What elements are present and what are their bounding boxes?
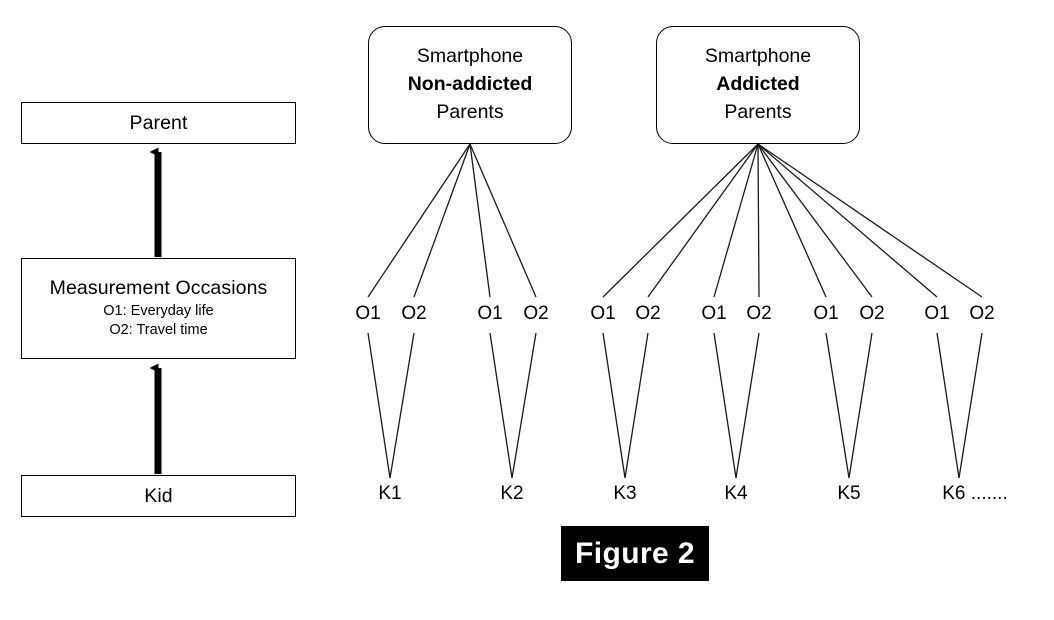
edges-non-addicted-to-occasions [367, 143, 537, 298]
occasion-label-k2-o1: O1 [477, 303, 503, 324]
legend-measurement-title: Measurement Occasions [49, 277, 268, 300]
occasion-label-k5-o1: O1 [813, 303, 839, 324]
group-box-addicted-parents: Smartphone Addicted Parents [656, 26, 860, 144]
kid-label-k4: K4 [724, 483, 748, 504]
occasion-label-k2-o2: O2 [523, 303, 549, 324]
legend-measurement-o1: O1: Everyday life [103, 302, 214, 319]
occasion-label-k6-o2: O2 [969, 303, 995, 324]
figure-caption: Figure 2 [561, 526, 709, 581]
group-nonaddicted-line2: Non-addicted [407, 73, 533, 96]
group-addicted-line1: Smartphone [704, 45, 812, 68]
legend-box-parent: Parent [21, 102, 296, 144]
occasion-label-k3-o1: O1 [590, 303, 616, 324]
legend-box-measurement-occasions: Measurement Occasions O1: Everyday life … [21, 258, 296, 359]
kid-label-k5: K5 [837, 483, 861, 504]
occasion-label-k1-o1: O1 [355, 303, 381, 324]
group-addicted-line2: Addicted [716, 73, 800, 96]
occasion-label-k4-o2: O2 [746, 303, 772, 324]
occasion-label-k4-o1: O1 [701, 303, 727, 324]
group-addicted-line3: Parents [724, 100, 792, 123]
kid-label-k2: K2 [500, 483, 524, 504]
group-nonaddicted-line3: Parents [436, 100, 504, 123]
occasion-label-k1-o2: O2 [401, 303, 427, 324]
occasion-label-k3-o2: O2 [635, 303, 661, 324]
kid-label-k6: K6 ....... [942, 483, 1008, 504]
legend-kid-title: Kid [144, 484, 173, 507]
legend-box-kid: Kid [21, 475, 296, 517]
kid-label-k3: K3 [613, 483, 637, 504]
group-box-non-addicted-parents: Smartphone Non-addicted Parents [368, 26, 572, 144]
edges-occasions-to-kids [367, 332, 983, 479]
occasion-label-k6-o1: O1 [924, 303, 950, 324]
edges-addicted-to-occasions [602, 143, 983, 298]
legend-parent-title: Parent [129, 111, 188, 134]
kid-label-k1: K1 [378, 483, 402, 504]
legend-measurement-o2: O2: Travel time [109, 322, 208, 339]
occasion-label-k5-o2: O2 [859, 303, 885, 324]
group-nonaddicted-line1: Smartphone [416, 45, 524, 68]
